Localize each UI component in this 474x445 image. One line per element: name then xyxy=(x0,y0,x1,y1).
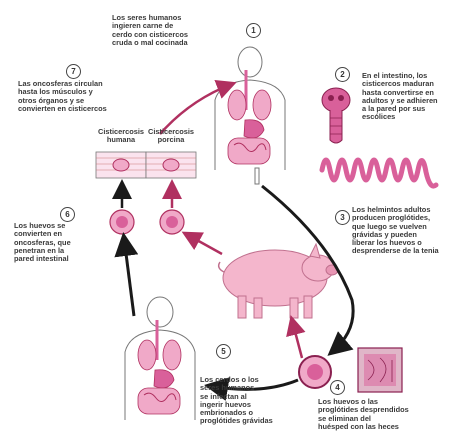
arrow-egg-to-pig xyxy=(292,320,302,358)
arrow-pig-to-oncosphere xyxy=(186,234,222,254)
step-text-4: Los huevos o las proglótides desprendido… xyxy=(318,398,428,431)
adult-tapeworm-illustration xyxy=(322,160,436,186)
step-text-5: Los cerdos o los seres humanos se infect… xyxy=(200,376,285,426)
proglottids-illustration xyxy=(358,348,402,392)
human-eating-figure xyxy=(215,47,285,184)
pig-illustration xyxy=(219,244,338,318)
step-text-7: Las oncosferas circulan hasta los múscul… xyxy=(18,80,138,113)
step-number-4: 4 xyxy=(330,380,345,395)
porcine-muscle-cysticercus xyxy=(146,152,196,178)
step-number-5: 5 xyxy=(216,344,231,359)
step-text-3: Los helmintos adultos producen proglótid… xyxy=(352,206,472,256)
step-number-1: 1 xyxy=(246,23,261,38)
human-muscle-cysticercus xyxy=(96,152,146,178)
step-text-6: Los huevos se convierten en oncosferas, … xyxy=(14,222,104,263)
step-text-2: En el intestino, los cisticercos maduran… xyxy=(362,72,467,122)
label-porcine-cysticercosis: Cisticercosis porcina xyxy=(146,128,196,145)
step-number-3: 3 xyxy=(335,210,350,225)
egg-illustration xyxy=(299,356,331,388)
human-infected-figure xyxy=(125,297,195,420)
arrow-human-to-oncosphere xyxy=(124,238,134,316)
label-human-cysticercosis: Cisticercosis humana xyxy=(96,128,146,145)
scolex-illustration xyxy=(322,88,350,143)
step-number-2: 2 xyxy=(335,67,350,82)
step-number-7: 7 xyxy=(66,64,81,79)
step-number-6: 6 xyxy=(60,207,75,222)
step-text-1: Los seres humanos ingieren carne de cerd… xyxy=(112,14,232,47)
